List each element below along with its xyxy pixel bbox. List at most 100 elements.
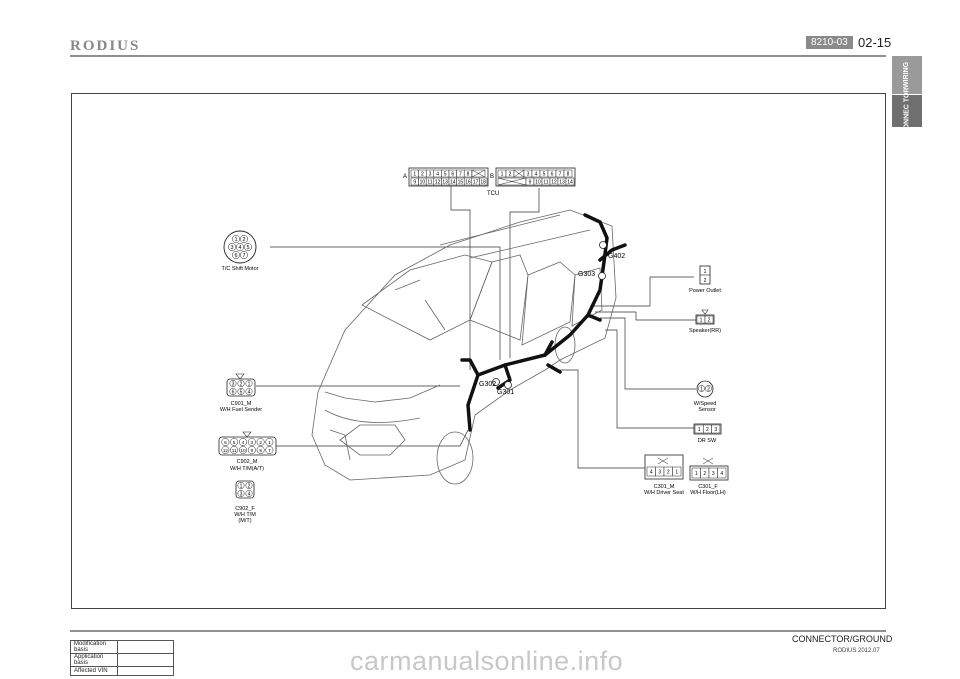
blank-cavity-mark <box>471 169 486 178</box>
revision-table: Modification basis Application basis Aff… <box>70 640 174 676</box>
blank-cavity-mark <box>497 177 527 186</box>
c301f-label-1: C301_F <box>698 484 718 490</box>
pin-number: 3 <box>429 171 432 177</box>
pin-number: 2 <box>259 440 262 445</box>
ground-g301: G301 <box>497 389 514 396</box>
connector-pin <box>230 446 239 454</box>
pin-number: 6 <box>224 440 227 445</box>
pin-number: 3 <box>230 245 233 251</box>
c902f-label-2: W/H T/M <box>234 512 256 518</box>
speaker-label: Speaker(RR) <box>689 328 721 334</box>
connector-pin <box>237 482 245 489</box>
pin-number: 1 <box>240 483 243 489</box>
pin-number: 12 <box>435 179 441 185</box>
pin-number: 9 <box>529 179 532 185</box>
pin-number: 10 <box>535 179 541 185</box>
pin-number: 18 <box>480 179 486 185</box>
pin-number: 8 <box>467 171 470 177</box>
c901-label-1: C901_M <box>231 401 252 407</box>
c301m-label-1: C301_M <box>654 484 675 490</box>
connector-pin <box>247 438 256 446</box>
c301m-label-2: W/H Driver Seat <box>644 490 684 496</box>
header-rule <box>70 55 886 57</box>
connector-pin <box>565 177 575 186</box>
footer-rule <box>70 630 886 632</box>
pin-number: 4 <box>248 389 251 395</box>
pin-number: 4 <box>242 440 245 445</box>
pin-number: 5 <box>543 171 546 177</box>
c902f-label-3: (M/T) <box>238 518 251 524</box>
connector-pin <box>230 438 239 446</box>
pin-number: 1 <box>704 269 707 275</box>
pin-number: 6 <box>232 389 235 395</box>
connector-pin <box>239 438 247 446</box>
connector-pin <box>221 446 230 454</box>
pin-number: 4 <box>248 491 251 497</box>
revision-row: Application basis <box>70 653 174 667</box>
pin-number: 2 <box>703 471 706 477</box>
connector-pin <box>229 388 237 395</box>
pin-number: 1 <box>700 386 703 392</box>
revision-value <box>117 666 174 676</box>
pin-number: 16 <box>465 179 471 185</box>
connector-pin <box>245 482 253 489</box>
brand-logo: RODIUS <box>70 38 141 54</box>
connector-pin <box>256 438 265 446</box>
pin-number: 3 <box>712 471 715 477</box>
pin-number: 5 <box>240 389 243 395</box>
connector-pin <box>698 385 705 392</box>
pin-number: 7 <box>559 171 562 177</box>
connector-pin <box>221 438 230 446</box>
connector-pin <box>244 243 252 251</box>
pin-number: 7 <box>268 448 271 453</box>
pin-number: 1 <box>234 237 237 243</box>
page-code-badge: 8210-03 <box>806 36 853 49</box>
pin-number: 11 <box>232 448 237 453</box>
c901-label-2: W/H Fuel Sender <box>220 407 262 413</box>
pin-number: 14 <box>450 179 456 185</box>
pin-number: 1 <box>501 171 504 177</box>
tcu-label: TCU <box>487 191 499 197</box>
revision-row: Affected VIN <box>70 666 174 676</box>
ground-g302: G302 <box>479 381 496 388</box>
pin-number: 2 <box>708 317 711 323</box>
pin-number: 4 <box>650 469 653 475</box>
pin-number: 6 <box>551 171 554 177</box>
pin-number: 1 <box>698 427 701 433</box>
connector-pin <box>236 243 244 251</box>
pin-number: 5 <box>246 245 249 251</box>
pin-number: 3 <box>232 381 235 387</box>
connector-pin <box>247 446 256 454</box>
connector-pin <box>237 490 245 497</box>
pin-number: 1 <box>695 471 698 477</box>
tab-connector[interactable]: CONNEC TOR <box>892 88 922 134</box>
pin-number: 3 <box>251 440 254 445</box>
dr-sw-label: DR SW <box>698 438 717 444</box>
pin-number: 1 <box>413 171 416 177</box>
connector-pin <box>563 169 573 178</box>
pin-number: 7 <box>459 171 462 177</box>
connector-pin <box>245 388 253 395</box>
pin-number: 3 <box>240 491 243 497</box>
connector-pin <box>479 177 488 186</box>
connector-pin <box>245 380 253 387</box>
wspeed-label-2: Sensor <box>698 407 716 413</box>
connector-pin <box>237 388 245 395</box>
pin-number: 8 <box>567 171 570 177</box>
connector-pin <box>245 490 253 497</box>
pin-number: 2 <box>421 171 424 177</box>
pin-number: 9 <box>413 179 416 185</box>
tab-wiring[interactable]: WIRING <box>892 56 922 94</box>
wspeed-label-1: W/Speed <box>694 401 717 407</box>
pin-number: 12 <box>223 448 229 453</box>
connector-pin <box>265 446 274 454</box>
connector-pin <box>672 466 682 477</box>
page-number: 02-15 <box>858 35 892 50</box>
c902m-label-2: W/H T/M(A/T) <box>230 466 264 472</box>
connector-pin <box>256 446 265 454</box>
pin-number: 4 <box>720 471 723 477</box>
